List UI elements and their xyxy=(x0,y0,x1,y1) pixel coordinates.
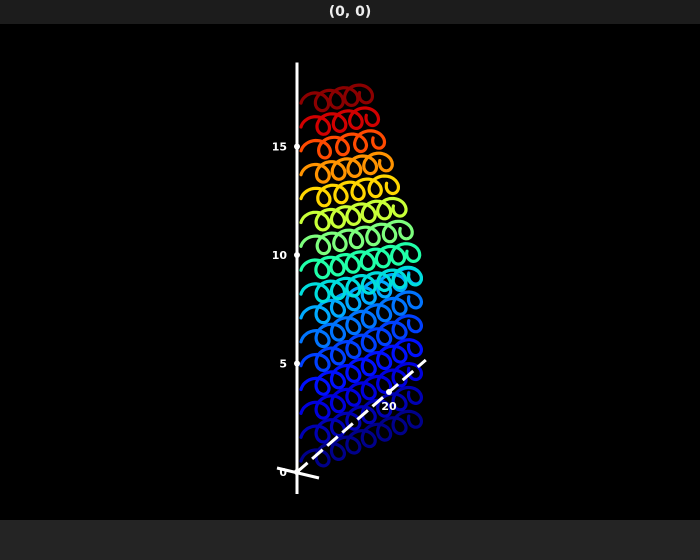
helix-series-line xyxy=(299,409,423,468)
vertical-ticks: 0 5 10 15 xyxy=(272,141,300,479)
helix-series-line xyxy=(299,290,423,349)
helix-series-line xyxy=(299,151,394,184)
helix-series-line xyxy=(299,385,423,444)
helix-series-line xyxy=(299,242,422,280)
helix-series-line xyxy=(299,219,414,256)
vertical-tick-mark xyxy=(294,360,300,367)
bottom-bar xyxy=(0,520,700,560)
plot-canvas[interactable]: 0 5 10 15 20 xyxy=(0,24,700,520)
vertical-tick-mark xyxy=(294,252,300,258)
helix-series-line xyxy=(299,196,408,232)
vertical-tick-label: 15 xyxy=(272,141,287,154)
axes-group: 0 5 10 15 20 xyxy=(272,62,427,494)
vertical-tick-label: 5 xyxy=(279,358,287,371)
helix-series-line xyxy=(299,83,374,113)
helix-series-line xyxy=(299,314,423,372)
vertical-tick-label: 10 xyxy=(272,249,288,262)
vertical-tick-mark xyxy=(294,469,300,475)
helix-series-line xyxy=(299,265,423,304)
depth-axis-line xyxy=(296,358,427,474)
depth-ticks: 20 xyxy=(381,389,397,413)
chart-svg[interactable]: 0 5 10 15 20 xyxy=(0,24,700,520)
helix-series-line xyxy=(299,106,381,136)
vertical-tick-label: 0 xyxy=(279,466,287,479)
helix-series-line xyxy=(299,129,387,160)
helix-series-line xyxy=(299,338,423,396)
depth-tick-label: 20 xyxy=(381,400,397,413)
vertical-tick-mark xyxy=(294,143,300,150)
helix-curves xyxy=(299,83,423,468)
depth-tick-mark xyxy=(386,389,392,395)
helix-series-line xyxy=(299,174,400,208)
window-title: (0, 0) xyxy=(0,0,700,24)
